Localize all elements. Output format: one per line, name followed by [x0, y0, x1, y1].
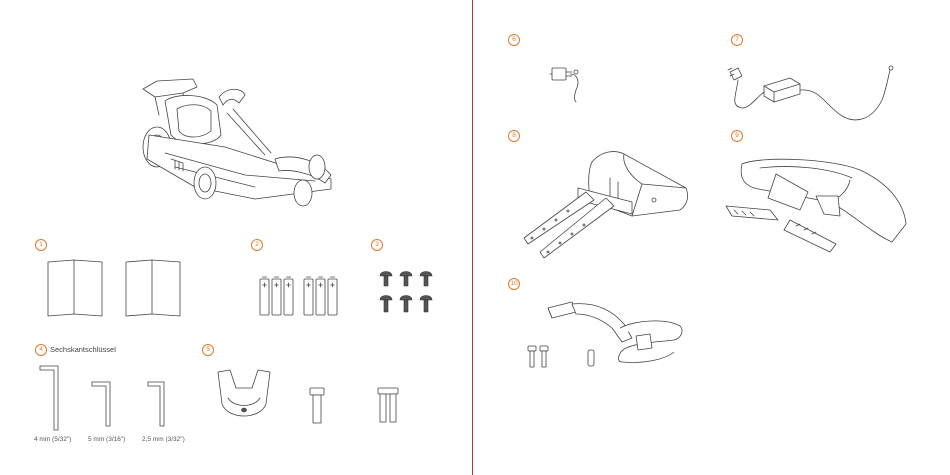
- charging-port-illustration: [548, 62, 588, 104]
- batteries-illustration: [258, 275, 344, 317]
- hex-key-size-4mm: 4 mm (5/32"): [34, 436, 71, 443]
- bracket-illustration: [216, 368, 272, 428]
- bolt-illustration: [308, 386, 326, 426]
- item-2-badge: 2: [251, 239, 263, 251]
- item-8-badge: 8: [508, 130, 520, 142]
- front-fairing-illustration: [720, 150, 910, 260]
- item-3-badge: 3: [371, 239, 383, 251]
- item-7-badge: 7: [731, 34, 743, 46]
- gokart-illustration: [135, 75, 340, 210]
- manual-booklets-illustration: [46, 258, 186, 320]
- item-9-badge: 9: [731, 130, 743, 142]
- hex-key-size-2-5mm: 2,5 mm (3/32"): [142, 436, 185, 443]
- item-1-badge: 1: [35, 239, 47, 251]
- item-5-badge: 5: [202, 344, 214, 356]
- hex-keys-label: Sechskantschlüssel: [50, 345, 116, 354]
- item-6-badge: 6: [508, 34, 520, 46]
- screws-illustration: [378, 268, 438, 318]
- hex-keys-illustration: [38, 364, 178, 434]
- item-4-badge: 4: [35, 344, 47, 356]
- hex-key-size-5mm: 5 mm (3/16"): [88, 436, 125, 443]
- page-divider: [472, 0, 473, 475]
- pins-illustration: [376, 386, 400, 426]
- steering-bolts-illustration: [526, 344, 606, 370]
- item-10-badge: 10: [508, 278, 520, 290]
- charger-illustration: [726, 60, 896, 126]
- battery-pack-illustration: [514, 148, 694, 260]
